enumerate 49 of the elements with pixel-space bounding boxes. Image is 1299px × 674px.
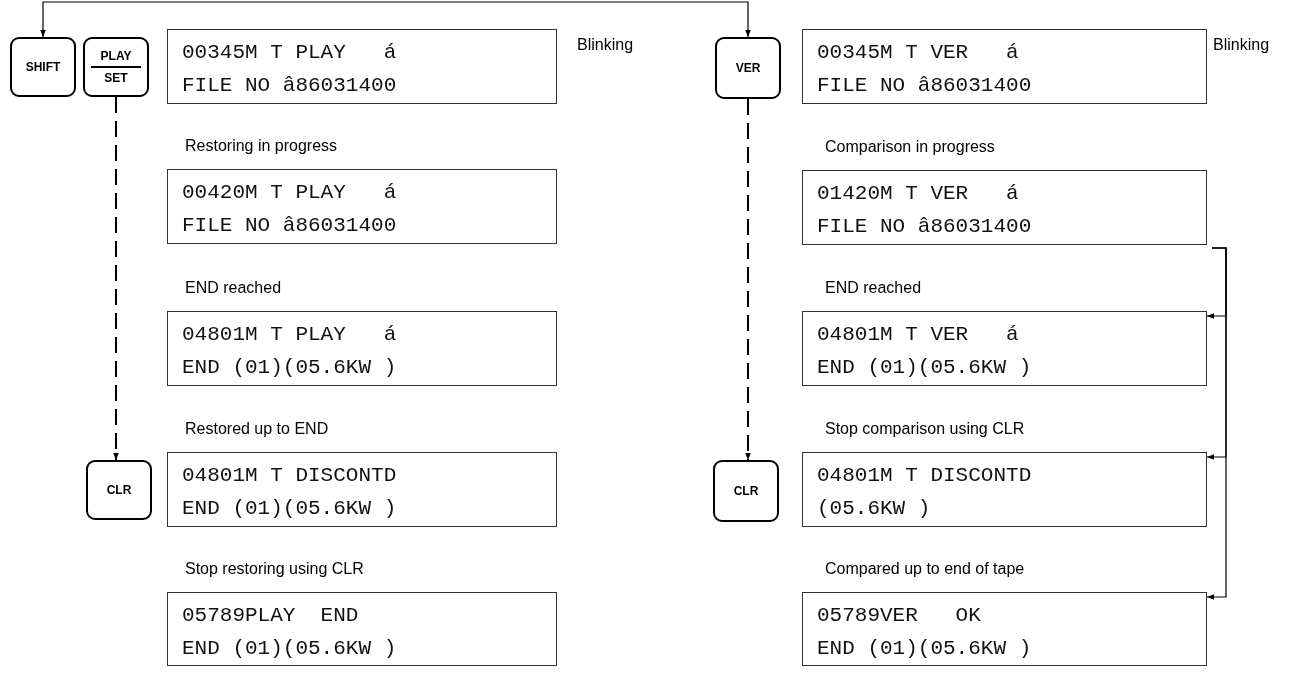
display-line: 04801M T DISCONTD (817, 463, 1032, 489)
step-caption: Restored up to END (185, 420, 329, 438)
display-line: 00345M T VER á (817, 40, 1019, 66)
display-line: END (01)(05.6KW ) (817, 355, 1032, 381)
display-line: (05.6KW ) (817, 496, 931, 522)
step-caption: END reached (825, 279, 922, 297)
lcd-display (802, 592, 1207, 666)
keypad-key: CLR (713, 460, 779, 522)
status-note: Blinking (577, 36, 634, 54)
lcd-display (802, 170, 1207, 245)
keypad-key: VER (715, 37, 781, 99)
display-line: FILE NO â86031400 (182, 213, 397, 239)
display-line: FILE NO â86031400 (817, 214, 1032, 240)
display-line: 05789VER OK (817, 603, 981, 629)
display-line: END (01)(05.6KW ) (182, 496, 397, 522)
step-caption: END reached (185, 279, 282, 297)
lcd-display (167, 592, 557, 666)
arrow (1206, 247, 1227, 600)
dashed-arrow (113, 96, 119, 461)
display-line: 04801M T PLAY á (182, 322, 397, 348)
display-line: 05789PLAY END (182, 603, 359, 629)
keypad-key: CLR (86, 460, 152, 520)
step-caption: Stop restoring using CLR (185, 560, 364, 578)
lcd-display (167, 311, 557, 386)
lcd-display (802, 311, 1207, 386)
step-caption: Comparison in progress (825, 138, 995, 156)
lcd-display (167, 29, 557, 104)
lcd-display (802, 452, 1207, 527)
display-line: 00345M T PLAY á (182, 40, 397, 66)
status-note: Blinking (1213, 36, 1270, 54)
dashed-arrow (745, 98, 751, 461)
lcd-display (167, 452, 557, 527)
step-caption: Compared up to end of tape (825, 560, 1025, 578)
display-line: END (01)(05.6KW ) (817, 636, 1032, 662)
display-line: END (01)(05.6KW ) (182, 355, 397, 381)
display-line: 04801M T DISCONTD (182, 463, 397, 489)
display-line: FILE NO â86031400 (182, 73, 397, 99)
keypad-key: PLAY SET (83, 37, 149, 97)
display-line: 00420M T PLAY á (182, 180, 397, 206)
lcd-display (802, 29, 1207, 104)
display-line: END (01)(05.6KW ) (182, 636, 397, 662)
step-caption: Stop comparison using CLR (825, 420, 1025, 438)
keypad-key: SHIFT (10, 37, 76, 97)
arrow (40, 1, 751, 38)
display-line: 04801M T VER á (817, 322, 1019, 348)
lcd-display (167, 169, 557, 244)
step-caption: Restoring in progress (185, 137, 338, 155)
display-line: FILE NO â86031400 (817, 73, 1032, 99)
display-line: 01420M T VER á (817, 181, 1019, 207)
